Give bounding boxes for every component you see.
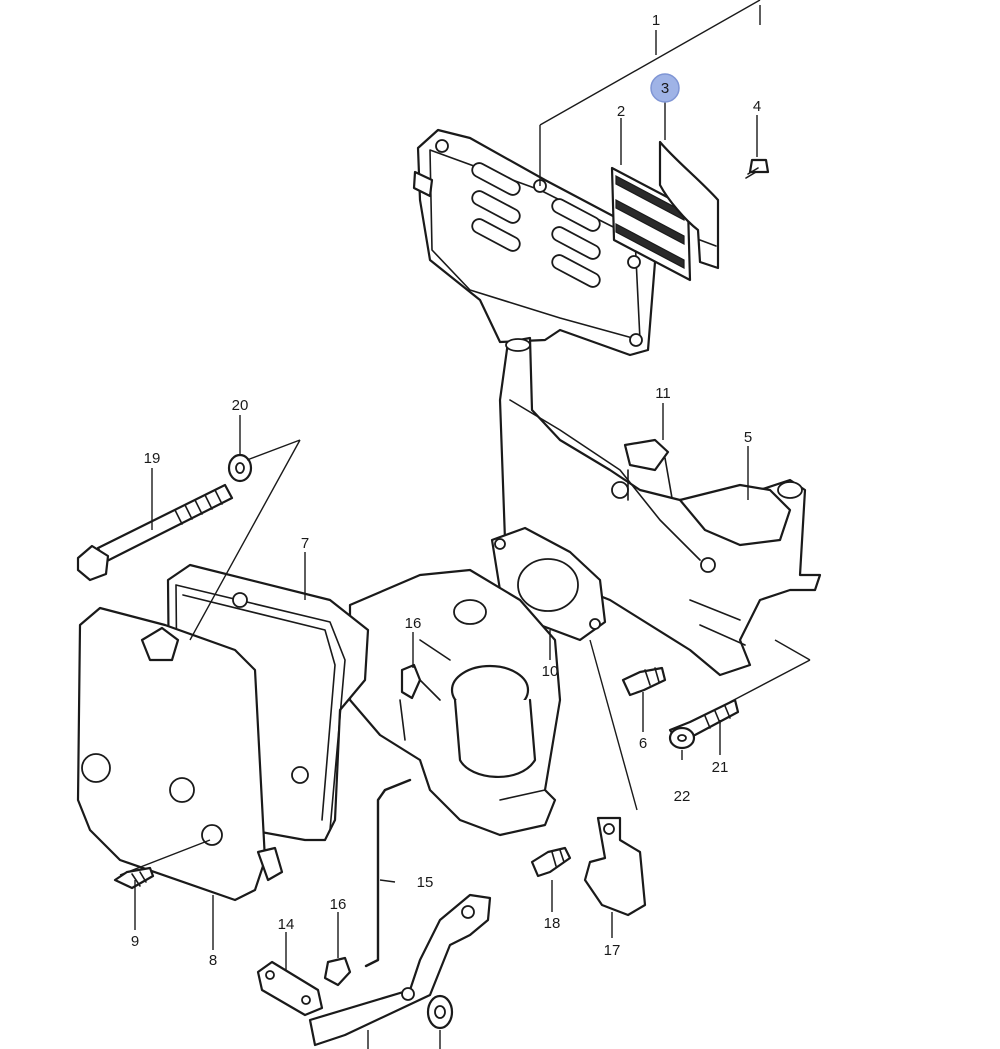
- washer-22: [668, 726, 696, 750]
- callout-label: 9: [131, 933, 139, 950]
- callout-label: 11: [655, 385, 671, 402]
- callout-label: 20: [232, 397, 249, 414]
- callout-21[interactable]: 21: [712, 759, 729, 776]
- callout-label: 16: [405, 615, 422, 632]
- callout-17[interactable]: 17: [604, 942, 621, 959]
- callout-label: 6: [639, 735, 647, 752]
- callout-22[interactable]: 22: [674, 788, 691, 805]
- callout-label: 22: [674, 788, 691, 805]
- callout-7[interactable]: 7: [301, 535, 309, 552]
- callout-label: 8: [209, 952, 217, 969]
- throttle-rod-15: [364, 778, 412, 968]
- callout-3[interactable]: 3: [650, 73, 680, 103]
- callout-label: 1: [652, 12, 660, 29]
- bolt-18: [530, 846, 572, 878]
- callout-10[interactable]: 10: [542, 663, 559, 680]
- callout-label: 14: [278, 916, 295, 933]
- bolt-19: [76, 483, 234, 582]
- callout-18[interactable]: 18: [544, 915, 561, 932]
- callout-11[interactable]: 11: [655, 385, 671, 402]
- callout-label: 5: [744, 429, 752, 446]
- clip-16-upper: [400, 663, 422, 700]
- callout-4[interactable]: 4: [753, 98, 761, 115]
- clamp-17: [583, 816, 647, 917]
- washer-lower: [426, 994, 454, 1030]
- callout-label: 2: [617, 103, 625, 120]
- leader-lines: [119, 0, 811, 1049]
- clip-16-lower: [323, 956, 352, 987]
- callout-8[interactable]: 8: [209, 952, 217, 969]
- link-14: [256, 960, 324, 1017]
- callout-5[interactable]: 5: [744, 429, 752, 446]
- callout-15[interactable]: 15: [417, 874, 434, 891]
- highlight-badge: [650, 73, 680, 103]
- callout-label: 3: [661, 80, 669, 97]
- callout-label: 16: [330, 896, 347, 913]
- callout-label: 18: [544, 915, 561, 932]
- callout-label: 4: [753, 98, 761, 115]
- bolt-6: [621, 666, 667, 697]
- callout-20[interactable]: 20: [232, 397, 249, 414]
- callout-9[interactable]: 9: [131, 933, 139, 950]
- callout-16-upper[interactable]: 16: [405, 615, 422, 632]
- lever-arm: [308, 893, 492, 1047]
- washer-20: [227, 453, 253, 483]
- callout-6[interactable]: 6: [639, 735, 647, 752]
- callout-label: 17: [604, 942, 621, 959]
- silencer-cover-8: [76, 606, 284, 902]
- callout-16-lower[interactable]: 16: [330, 896, 347, 913]
- callout-label: 19: [144, 450, 161, 467]
- carburetor: [348, 568, 562, 837]
- callout-1[interactable]: 1: [652, 12, 660, 29]
- intake-bracket: [498, 336, 822, 677]
- screw-9: [113, 866, 155, 890]
- gasket-10: [490, 526, 607, 642]
- callout-14[interactable]: 14: [278, 916, 295, 933]
- callout-19[interactable]: 19: [144, 450, 161, 467]
- callout-2[interactable]: 2: [617, 103, 625, 120]
- callout-label: 15: [417, 874, 434, 891]
- callout-label: 21: [712, 759, 729, 776]
- screw-4-icon: [745, 158, 770, 179]
- callout-label: 7: [301, 535, 309, 552]
- reed-valve-assembly: [412, 128, 770, 357]
- callout-label: 10: [542, 663, 559, 680]
